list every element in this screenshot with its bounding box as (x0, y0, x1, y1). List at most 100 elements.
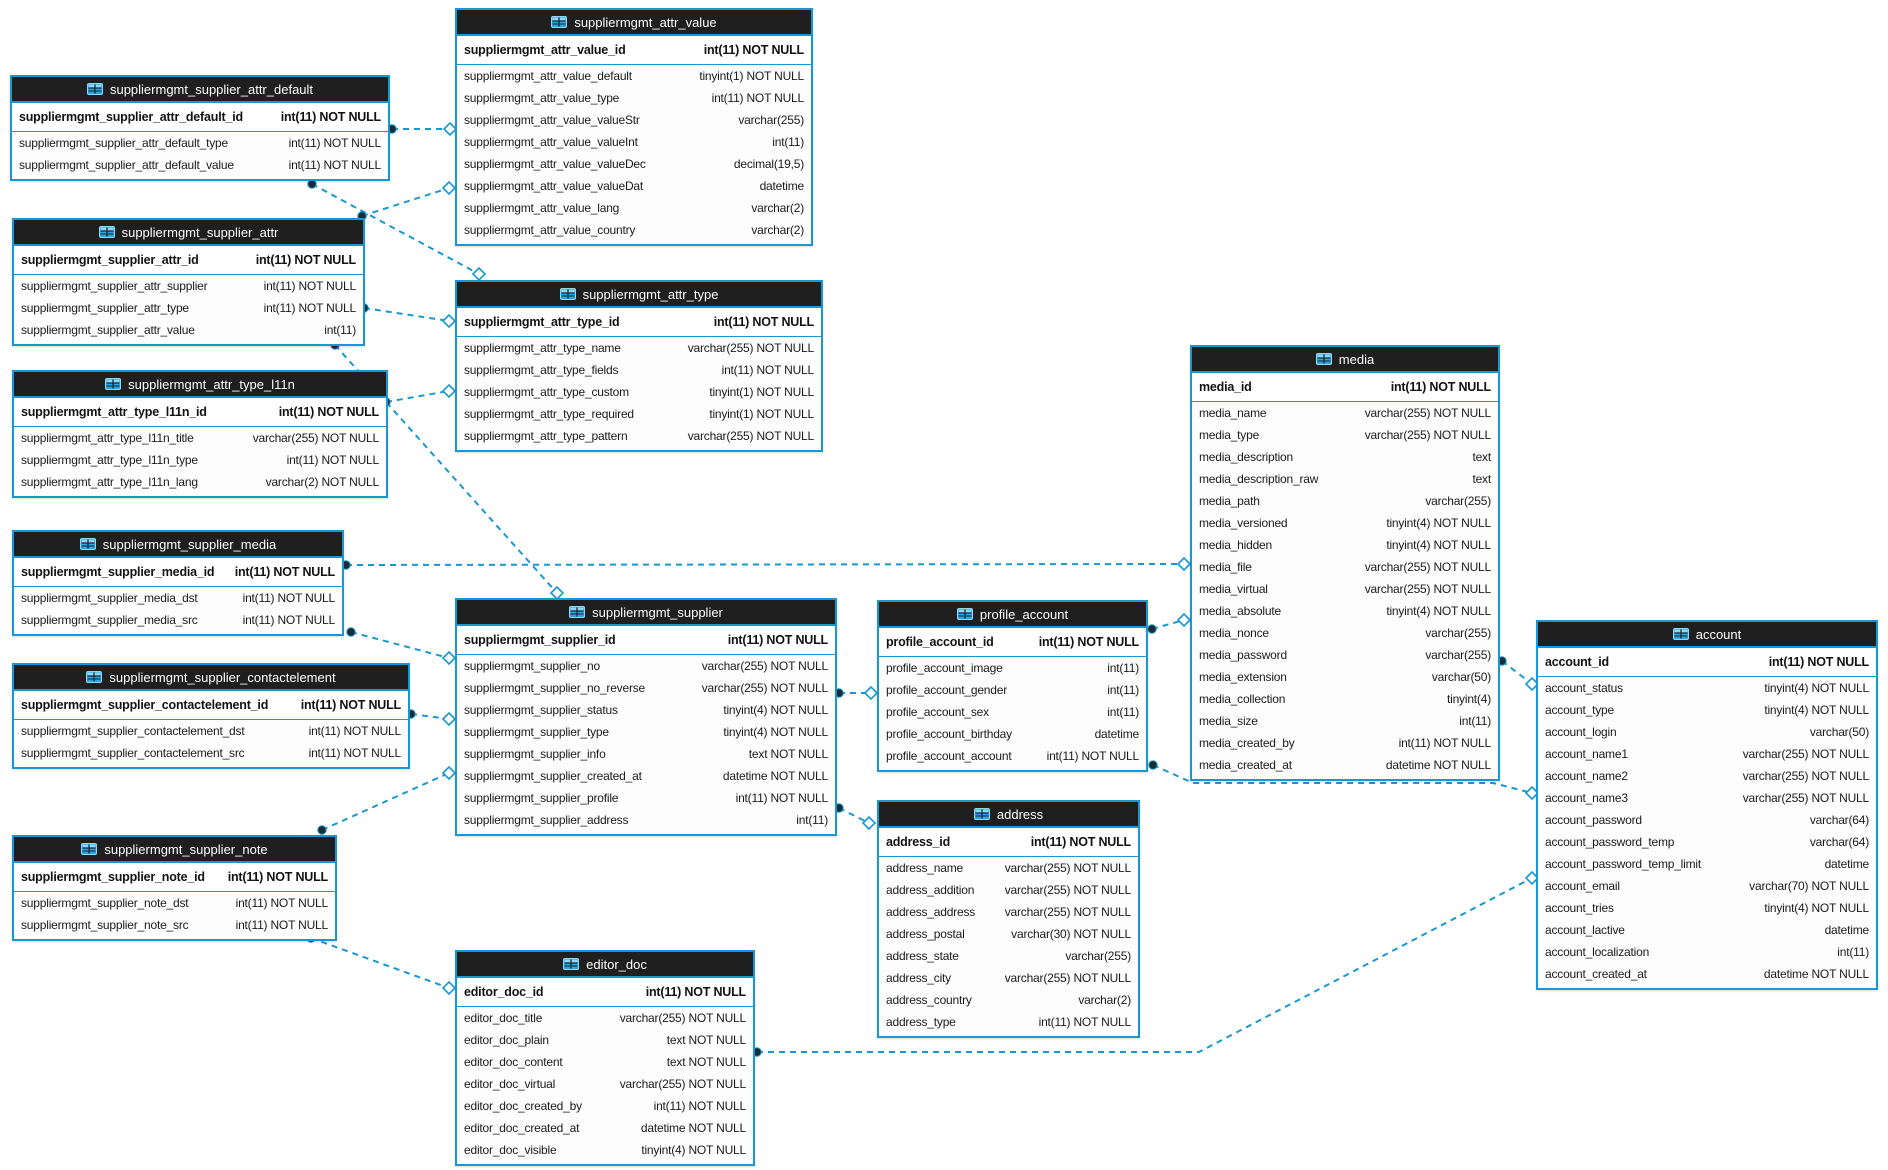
column-type: varchar(255) NOT NULL (1364, 582, 1491, 596)
column-name: editor_doc_plain (464, 1033, 549, 1047)
column-name: editor_doc_title (464, 1011, 543, 1025)
column-type: tinyint(4) NOT NULL (723, 725, 828, 739)
column-type: int(11) NOT NULL (735, 791, 829, 805)
table-header: suppliermgmt_supplier_attr (14, 220, 363, 246)
column-type: varchar(255) NOT NULL (1364, 428, 1491, 442)
relationship-profile-account--account (1148, 760, 1540, 801)
column-row: editor_doc_plain text NOT NULL (457, 1029, 753, 1051)
table-header: suppliermgmt_supplier_note (14, 837, 335, 863)
table-icon (86, 671, 103, 683)
column-name: media_collection (1199, 692, 1286, 706)
diamond-endpoint (441, 711, 457, 727)
table-title: address (996, 806, 1044, 822)
table-suppliermgmt_supplier_note[interactable]: suppliermgmt_supplier_note suppliermgmt_s… (12, 835, 337, 941)
column-type: varchar(50) (1809, 725, 1869, 739)
column-name: media_description_raw (1199, 472, 1319, 486)
pk-column-name: account_id (1545, 655, 1609, 669)
column-type: int(11) NOT NULL (242, 591, 336, 605)
column-type: datetime (1094, 727, 1140, 741)
column-type: int(11) (1107, 661, 1139, 675)
relationship-supplier-attr--attr-value (357, 180, 457, 221)
column-name: address_type (886, 1015, 956, 1029)
pk-column-type: int(11) NOT NULL (1038, 635, 1139, 649)
column-row: suppliermgmt_supplier_contactelement_src… (14, 742, 408, 764)
circle-endpoint (1148, 760, 1158, 770)
column-name: media_extension (1199, 670, 1287, 684)
column-name: account_name3 (1545, 791, 1628, 805)
column-type: tinyint(4) NOT NULL (1764, 703, 1869, 717)
column-name: suppliermgmt_supplier_media_dst (21, 591, 198, 605)
column-type: tinyint(4) NOT NULL (1386, 516, 1491, 530)
diamond-endpoint (1176, 612, 1192, 628)
column-name: suppliermgmt_supplier_info (464, 747, 606, 761)
column-name: address_address (886, 905, 976, 919)
column-name: suppliermgmt_attr_value_valueDec (464, 157, 646, 171)
column-name: suppliermgmt_supplier_created_at (464, 769, 642, 783)
column-name: address_addition (886, 883, 975, 897)
relationship-line (345, 563, 1185, 566)
column-name: editor_doc_visible (464, 1143, 557, 1157)
pk-column-name: suppliermgmt_supplier_note_id (21, 870, 205, 884)
relationship-attr-type-l11n--attr-type (381, 383, 457, 407)
relationship-line (350, 631, 450, 659)
column-type: int(11) (1107, 683, 1139, 697)
column-name: media_file (1199, 560, 1252, 574)
column-row: suppliermgmt_supplier_attr_default_value… (12, 154, 388, 176)
column-type: text NOT NULL (666, 1033, 746, 1047)
diamond-endpoint (441, 383, 457, 399)
column-name: media_type (1199, 428, 1260, 442)
column-type: varchar(255) NOT NULL (1742, 791, 1869, 805)
pk-column-name: editor_doc_id (464, 985, 544, 999)
relationship-line (1501, 660, 1533, 685)
column-type: varchar(255) (1425, 626, 1491, 640)
column-type: int(11) (1459, 714, 1491, 728)
column-name: account_localization (1545, 945, 1650, 959)
table-title: editor_doc (586, 956, 647, 972)
relationship-attr-default--attr-type (307, 179, 487, 282)
diamond-endpoint (863, 685, 879, 701)
pk-column-type: int(11) NOT NULL (300, 698, 401, 712)
column-type: int(11) NOT NULL (308, 746, 402, 760)
circle-endpoint (307, 179, 317, 189)
table-header: address (879, 802, 1138, 828)
column-type: datetime (759, 179, 805, 193)
column-type: varchar(255) NOT NULL (619, 1011, 746, 1025)
column-type: varchar(255) NOT NULL (1004, 883, 1131, 897)
pk-column-name: suppliermgmt_supplier_attr_id (21, 253, 199, 267)
